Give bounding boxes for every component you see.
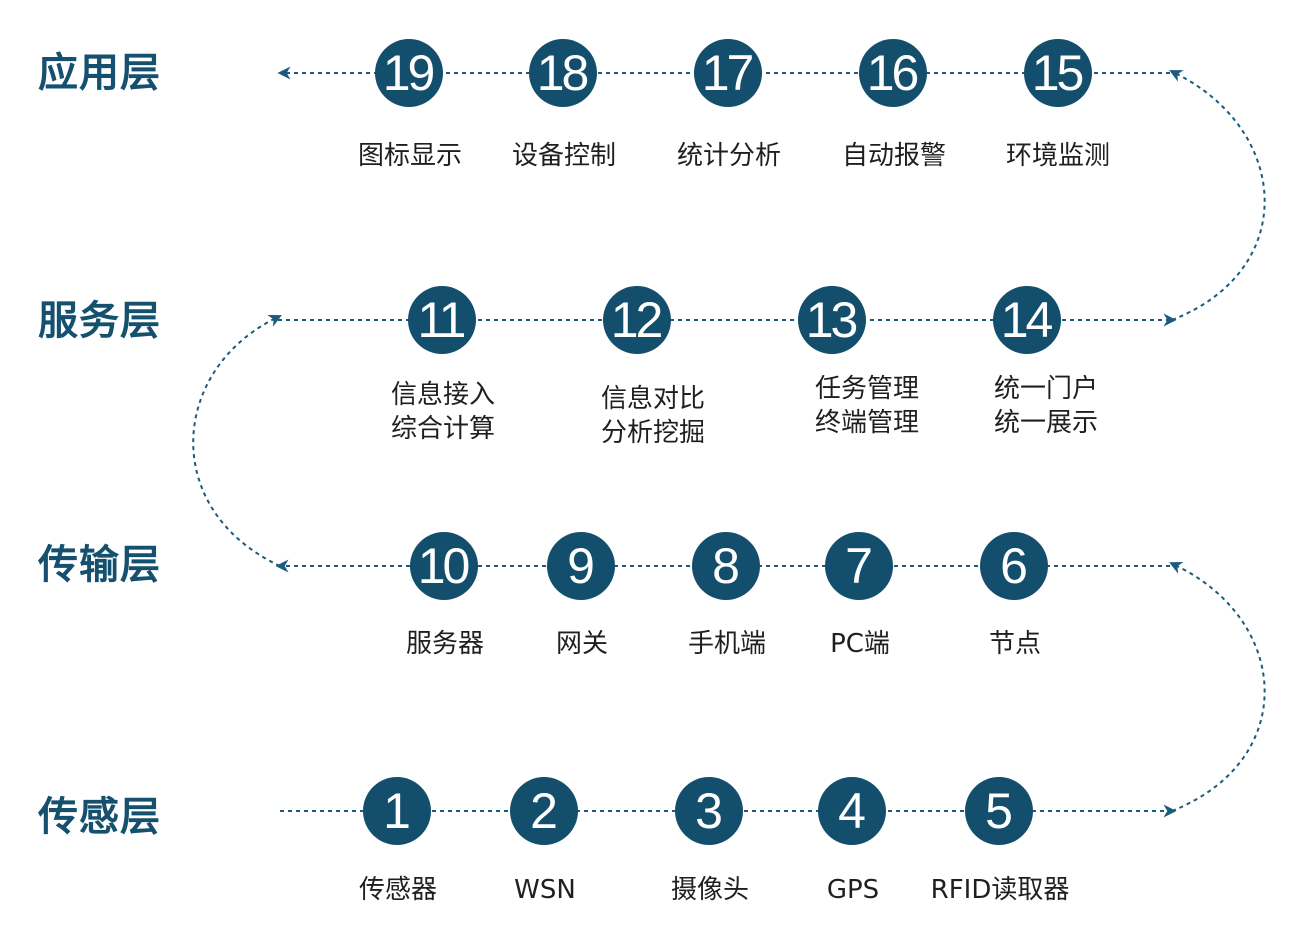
caption-line: 信息接入 bbox=[390, 380, 495, 410]
connector-curve-service-to-application bbox=[1169, 70, 1266, 321]
node-9: 9 bbox=[547, 532, 615, 600]
caption-line: 环境监测 bbox=[1005, 141, 1110, 171]
caption-line: 图标显示 bbox=[357, 141, 462, 171]
caption-line: GPS bbox=[826, 875, 880, 905]
node-13: 13 bbox=[798, 286, 866, 354]
node-4: 4 bbox=[818, 777, 886, 845]
node-number: 2 bbox=[530, 783, 558, 839]
node-12: 12 bbox=[603, 286, 671, 354]
node-caption-4: GPS bbox=[753, 873, 953, 907]
layer-label-application: 应用层 bbox=[38, 50, 161, 96]
node-11: 11 bbox=[408, 286, 476, 354]
node-19: 19 bbox=[375, 39, 443, 107]
node-6: 6 bbox=[980, 532, 1048, 600]
connector-curve-sensing-to-transport bbox=[1169, 561, 1266, 812]
caption-line: 设备控制 bbox=[511, 141, 616, 171]
caption-line: 摄像头 bbox=[670, 875, 749, 905]
node-number: 8 bbox=[712, 538, 740, 594]
caption-line: 手机端 bbox=[687, 629, 766, 659]
node-caption-3: 摄像头 bbox=[610, 873, 810, 907]
node-number: 13 bbox=[805, 292, 859, 348]
node-caption-12: 信息对比 分析挖掘 bbox=[553, 382, 753, 450]
node-number: 11 bbox=[417, 292, 467, 348]
caption-line: PC端 bbox=[830, 629, 890, 659]
node-caption-18: 设备控制 bbox=[464, 139, 664, 173]
node-caption-19: 图标显示 bbox=[310, 139, 510, 173]
caption-line: 服务器 bbox=[405, 629, 484, 659]
caption-line: 网关 bbox=[555, 629, 608, 659]
node-caption-16: 自动报警 bbox=[794, 139, 994, 173]
node-caption-8: 手机端 bbox=[627, 627, 827, 661]
caption-line: 分析挖掘 bbox=[600, 418, 705, 448]
node-number: 7 bbox=[845, 538, 873, 594]
node-15: 15 bbox=[1024, 39, 1092, 107]
node-caption-2: WSN bbox=[445, 873, 645, 907]
node-number: 18 bbox=[536, 45, 590, 101]
node-16: 16 bbox=[859, 39, 927, 107]
node-5: 5 bbox=[965, 777, 1033, 845]
node-number: 15 bbox=[1031, 45, 1085, 101]
node-caption-1: 传感器 bbox=[298, 873, 498, 907]
node-2: 2 bbox=[510, 777, 578, 845]
caption-line: 统计分析 bbox=[676, 141, 781, 171]
caption-line: 终端管理 bbox=[814, 408, 919, 438]
caption-line: WSN bbox=[514, 875, 576, 905]
node-caption-15: 环境监测 bbox=[958, 139, 1158, 173]
node-number: 19 bbox=[382, 45, 436, 101]
node-18: 18 bbox=[529, 39, 597, 107]
node-caption-17: 统计分析 bbox=[629, 139, 829, 173]
caption-line: 统一门户 bbox=[993, 374, 1098, 404]
layer-label-sensing: 传感层 bbox=[38, 794, 161, 840]
node-caption-13: 任务管理 终端管理 bbox=[767, 372, 967, 440]
node-caption-14: 统一门户 统一展示 bbox=[946, 372, 1146, 440]
node-number: 4 bbox=[838, 783, 866, 839]
node-caption-9: 网关 bbox=[482, 627, 682, 661]
node-number: 12 bbox=[610, 292, 664, 348]
layer-label-transport: 传输层 bbox=[38, 542, 161, 588]
node-number: 9 bbox=[567, 538, 595, 594]
caption-line: 信息对比 bbox=[600, 384, 705, 414]
node-10: 10 bbox=[410, 532, 478, 600]
node-8: 8 bbox=[692, 532, 760, 600]
node-number: 10 bbox=[417, 538, 471, 594]
caption-line: 传感器 bbox=[358, 875, 437, 905]
node-caption-6: 节点 bbox=[915, 627, 1115, 661]
node-1: 1 bbox=[363, 777, 431, 845]
node-number: 1 bbox=[383, 783, 411, 839]
layer-label-service: 服务层 bbox=[38, 298, 161, 344]
connector-curve-transport-to-service bbox=[192, 315, 282, 567]
node-number: 14 bbox=[1000, 292, 1054, 348]
node-caption-7: PC端 bbox=[760, 627, 960, 661]
node-3: 3 bbox=[675, 777, 743, 845]
caption-line: 节点 bbox=[988, 629, 1041, 659]
caption-line: 任务管理 bbox=[814, 374, 919, 404]
node-14: 14 bbox=[993, 286, 1061, 354]
node-caption-5: RFID读取器 bbox=[900, 873, 1100, 907]
node-number: 6 bbox=[1000, 538, 1028, 594]
caption-line: RFID读取器 bbox=[930, 875, 1070, 905]
node-caption-10: 服务器 bbox=[345, 627, 545, 661]
caption-line: 自动报警 bbox=[841, 141, 946, 171]
node-number: 16 bbox=[866, 45, 920, 101]
caption-line: 综合计算 bbox=[390, 414, 495, 444]
node-17: 17 bbox=[694, 39, 762, 107]
node-caption-11: 信息接入 综合计算 bbox=[343, 378, 543, 446]
node-number: 3 bbox=[695, 783, 723, 839]
node-7: 7 bbox=[825, 532, 893, 600]
node-number: 17 bbox=[701, 45, 755, 101]
caption-line: 统一展示 bbox=[993, 408, 1098, 438]
node-number: 5 bbox=[985, 783, 1013, 839]
